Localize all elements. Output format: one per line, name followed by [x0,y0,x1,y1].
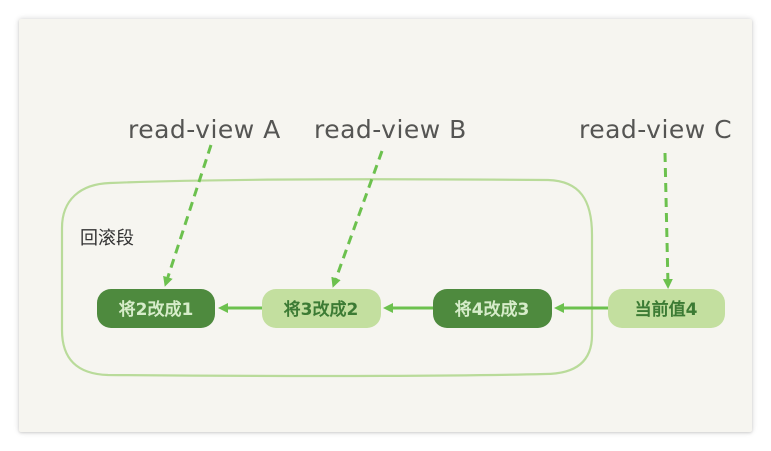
version-node-3: 将4改成3 [433,289,552,328]
read-view-b-arrow [331,150,384,288]
version-node-3-text: 将4改成3 [455,299,530,320]
version-node-4: 当前值4 [608,289,725,328]
version-node-1: 将2改成1 [97,289,215,328]
version-node-4-text: 当前值4 [635,299,698,320]
read-view-a-arrow [163,144,213,287]
diagram-canvas [19,19,752,432]
read-view-b-label: read-view B [314,115,467,144]
read-view-c-arrow [662,152,673,289]
region-label: 回滚段 [80,228,134,249]
read-view-a-label: read-view A [128,115,281,144]
version-node-2: 将3改成2 [262,289,381,328]
version-node-1-text: 将2改成1 [119,299,194,320]
version-node-2-text: 将3改成2 [284,299,359,320]
rollback-segment-region [60,178,594,378]
read-view-c-label: read-view C [579,115,732,144]
